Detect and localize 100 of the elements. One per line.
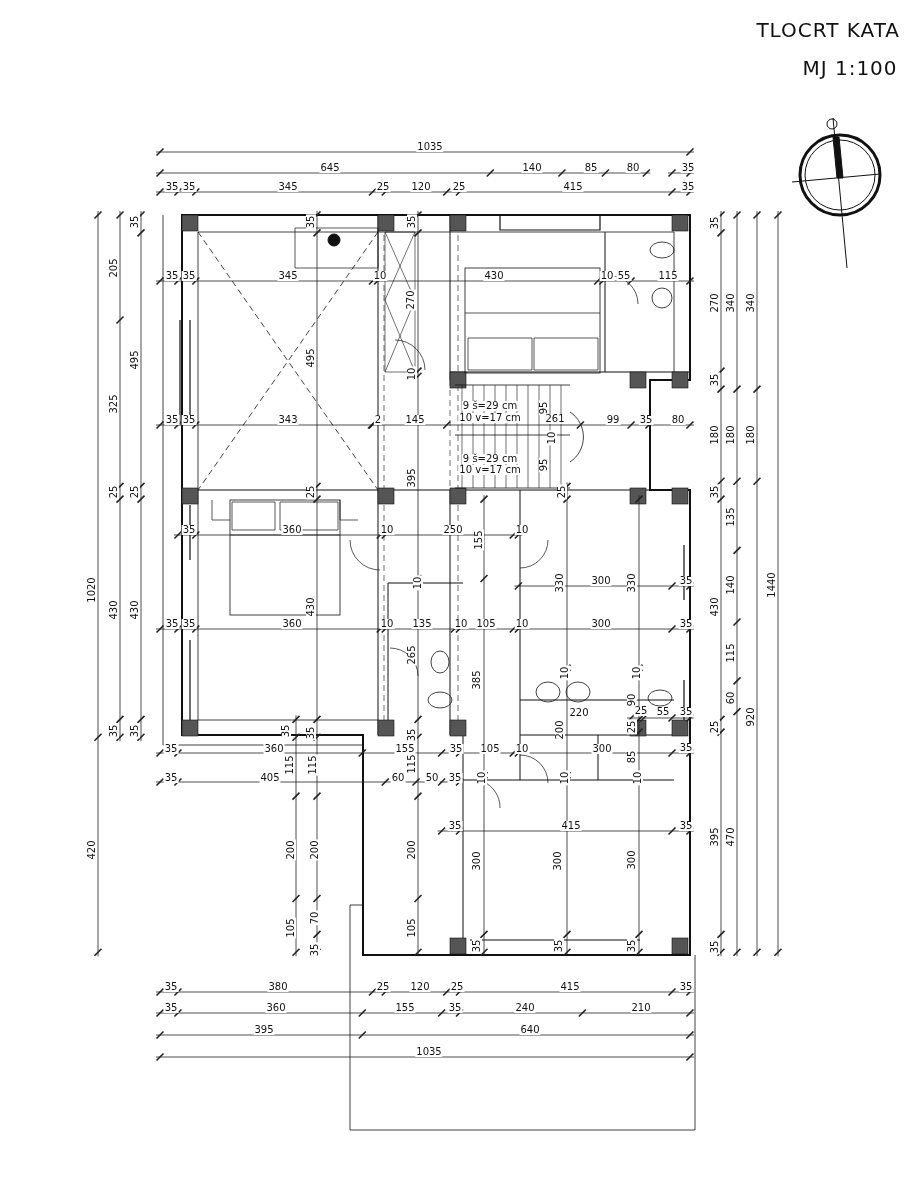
dimension-label: 35 (710, 939, 720, 955)
dimension-label: 395 (407, 467, 417, 489)
dimension-label: 35 (164, 415, 180, 425)
dimension-label: 300 (472, 850, 482, 872)
dimension-label: 360 (281, 619, 303, 629)
dimension-label: 210 (630, 1003, 652, 1013)
drawing-title: TLOCRT KATA (756, 18, 900, 42)
dimension-label: 495 (306, 347, 316, 369)
dimension-label: 60 (390, 773, 406, 783)
dimension-label: 10 (632, 665, 642, 681)
dimension-label: 395 (253, 1025, 275, 1035)
dimension-label: 10 (514, 525, 530, 535)
dimension-label: 155 (394, 744, 416, 754)
dimension-label: 300 (590, 619, 612, 629)
dimension-label: 105 (407, 917, 417, 939)
dimension-label: 300 (553, 850, 563, 872)
dimension-label: 99 (605, 415, 621, 425)
dimension-label: 35 (710, 215, 720, 231)
dimension-label: 105 (286, 917, 296, 939)
dimension-label: 300 (590, 576, 612, 586)
dimension-label: 340 (726, 292, 736, 314)
dimension-label: 115 (657, 271, 679, 281)
dimension-label: 35 (130, 723, 140, 739)
dimension-label: 35 (163, 744, 179, 754)
dimension-label: 250 (442, 525, 464, 535)
dimension-label: 145 (404, 415, 426, 425)
dimension-label: 35 (678, 707, 694, 717)
dimension-label: 155 (474, 529, 484, 551)
dimension-label: 380 (267, 982, 289, 992)
dimension-label: 205 (109, 257, 119, 279)
dimension-label: 25 (633, 706, 649, 716)
scale-note: MJ 1:100 (801, 58, 899, 78)
dimension-label: 430 (306, 596, 316, 618)
dimension-label: 35 (181, 619, 197, 629)
dimension-label: 395 (710, 826, 720, 848)
dimension-label: 495 (130, 349, 140, 371)
dimension-label: 60 (726, 690, 736, 706)
dimension-label: 200 (407, 839, 417, 861)
dimension-label: 10 (413, 575, 423, 591)
stair-note: 9 š=29 cm (461, 454, 519, 464)
dimension-label: 35 (163, 773, 179, 783)
dimension-label: 200 (555, 719, 565, 741)
dimension-label: 35 (447, 1003, 463, 1013)
dimension-label: 85 (627, 749, 637, 765)
dimension-label: 220 (568, 708, 590, 718)
dimension-label: 115 (726, 642, 736, 664)
dimension-label: 330 (627, 572, 637, 594)
dimension-label: 10 (514, 744, 530, 754)
dimension-label: 270 (710, 292, 720, 314)
dimension-label: 10 (407, 366, 417, 382)
dimension-label: 35 (163, 1003, 179, 1013)
dimension-label: 95 (539, 400, 549, 416)
dimension-label: 35 (181, 525, 197, 535)
dimension-label: 35 (164, 182, 180, 192)
dimension-label: 135 (411, 619, 433, 629)
dimension-label: 10 (560, 665, 570, 681)
dimension-label: 35 (130, 214, 140, 230)
dimension-label: 90 (627, 692, 637, 708)
dimension-label: 345 (277, 182, 299, 192)
dimension-label: 360 (281, 525, 303, 535)
dimension-label: 35 (710, 372, 720, 388)
dimension-label: 35 (678, 982, 694, 992)
dimension-label: 35 (407, 214, 417, 230)
dimension-label: 35 (407, 727, 417, 743)
dimension-label: 10 (379, 525, 395, 535)
dimension-label: 405 (259, 773, 281, 783)
dimension-label: 10 (599, 271, 615, 281)
dimension-label: 430 (483, 271, 505, 281)
dimension-label: 1440 (767, 571, 777, 599)
dimension-label: 80 (625, 163, 641, 173)
dimension-label: 200 (310, 839, 320, 861)
dimension-label: 330 (555, 572, 565, 594)
dimension-label: 135 (726, 506, 736, 528)
dimension-label: 35 (680, 163, 696, 173)
dimension-label: 415 (562, 182, 584, 192)
dimension-label: 35 (164, 619, 180, 629)
dimension-label: 35 (627, 938, 637, 954)
dimension-label: 25 (306, 484, 316, 500)
dimension-label: 50 (424, 773, 440, 783)
dimension-label: 645 (319, 163, 341, 173)
dimension-label: 2 (373, 415, 383, 425)
dimension-label: 343 (277, 415, 299, 425)
dimension-label: 70 (310, 910, 320, 926)
dimension-label: 35 (181, 271, 197, 281)
dimension-label: 360 (265, 1003, 287, 1013)
dimension-label: 265 (407, 644, 417, 666)
dimension-label: 25 (451, 182, 467, 192)
dimension-label: 420 (87, 839, 97, 861)
dimension-label: 1020 (87, 576, 97, 604)
dimension-label: 180 (726, 424, 736, 446)
dimension-label: 180 (746, 424, 756, 446)
dimension-label: 25 (375, 982, 391, 992)
dimension-label: 1035 (415, 1047, 443, 1057)
dimension-label: 10 (477, 770, 487, 786)
dimension-label: 35 (164, 271, 180, 281)
dimension-label: 105 (479, 744, 501, 754)
dimension-label: 300 (627, 849, 637, 871)
stair-note: 9 š=29 cm (461, 401, 519, 411)
dimension-label: 55 (616, 271, 632, 281)
dimension-label: 270 (406, 289, 416, 311)
